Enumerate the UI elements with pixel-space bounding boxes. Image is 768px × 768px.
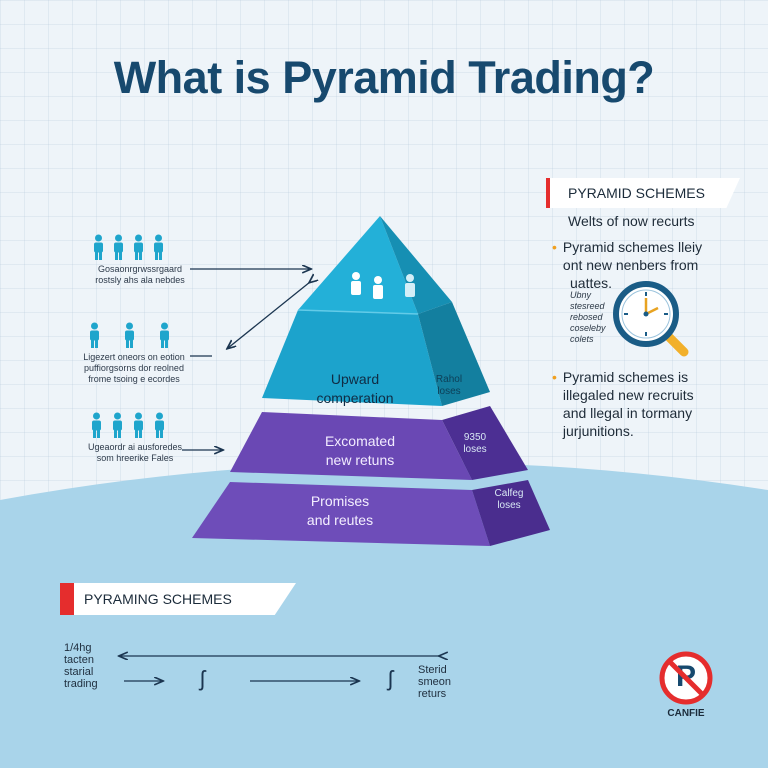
bullet-1-tail: uattes. <box>570 275 613 291</box>
tier-side-upper: Rahol loses <box>435 374 463 397</box>
clock-magnifier-icon <box>613 281 689 357</box>
person-icon <box>160 322 169 348</box>
person-icon <box>114 234 123 260</box>
flow-glyph-1: ʃ <box>200 666 205 691</box>
people-group-middle: Ligezert oneors on eotion puffiorgsorns … <box>78 322 190 385</box>
pyramid-tier-top-front <box>298 216 418 314</box>
bullet-2-text: Pyramid schemes is illegaled new recruit… <box>562 369 694 439</box>
pyramid-tier-middle-front <box>230 412 472 480</box>
badge-caption: CANFIE <box>667 708 705 719</box>
people-icons <box>92 234 196 260</box>
tier-side-bottom: Calfeg loses <box>494 488 524 511</box>
group-caption: Ligezert oneors on eotion puffiorgsorns … <box>83 352 185 384</box>
people-group-top: Gosaonrgrwssrgaard rostsly ahs ala nebde… <box>84 234 196 286</box>
pyraming-schemes-banner: PYRAMING SCHEMES <box>60 583 296 615</box>
person-icon <box>154 234 163 260</box>
bullet-1-notes: Ubny stesreed rebosed coseleby colets <box>570 290 606 344</box>
person-icon <box>94 234 103 260</box>
tier-label-upper: Upward comperation <box>316 371 394 406</box>
person-icon <box>134 412 143 438</box>
pyramid-tier-upper-side <box>418 302 490 406</box>
person-icon <box>113 412 122 438</box>
person-icon <box>92 412 101 438</box>
flow-left-label: 1/4hg tacten starial trading <box>64 642 98 690</box>
pyramid-tier-upper-front <box>262 310 442 406</box>
pyramid-tier-top-side <box>380 216 452 314</box>
person-icon <box>90 322 99 348</box>
pyramid-tier-middle-side <box>442 406 528 480</box>
tier-label-middle: Excomated new retuns <box>324 433 396 468</box>
flow-right-label: Sterid smeon returs <box>418 664 452 700</box>
pyramid-tier-bottom-side <box>472 480 550 546</box>
bullet-icon: • <box>552 239 557 255</box>
bullet-1-text: Pyramid schemes lleiy ont new nenbers fr… <box>562 239 703 273</box>
tier-side-middle: 9350 loses <box>463 432 487 455</box>
pyramid-people-icons <box>351 272 415 299</box>
prohibited-badge: P <box>658 650 714 706</box>
people-icons <box>88 322 190 348</box>
pyramid-shape <box>192 216 550 546</box>
bullet-icon: • <box>552 369 557 385</box>
group-caption: Ugeaordr ai ausforedes som hreerike Fale… <box>87 442 183 463</box>
pyramid-tier-bottom-front <box>192 482 490 546</box>
tier-label-bottom: Promises and reutes <box>306 493 374 528</box>
person-icon <box>155 412 164 438</box>
group-caption: Gosaonrgrwssrgaard rostsly ahs ala nebde… <box>95 264 185 285</box>
flow-glyph-2: ʃ <box>388 666 393 691</box>
right-heading: Welts of now recurts <box>568 213 695 229</box>
person-icon <box>134 234 143 260</box>
page-title: What is Pyramid Trading? <box>113 52 655 103</box>
person-icon <box>125 322 134 348</box>
people-group-bottom: Ugeaordr ai ausforedes som hreerike Fale… <box>84 412 186 464</box>
right-bullet-2: • Pyramid schemes is illegaled new recru… <box>552 368 762 440</box>
prohibited-slash <box>668 660 704 696</box>
right-bullet-1: • Pyramid schemes lleiy ont new nenbers … <box>552 238 752 292</box>
pyramid-schemes-banner: PYRAMID SCHEMES <box>546 178 740 208</box>
pyramid-diagram: Upward comperation Rahol loses Excomated… <box>190 210 550 550</box>
people-icons <box>90 412 186 438</box>
